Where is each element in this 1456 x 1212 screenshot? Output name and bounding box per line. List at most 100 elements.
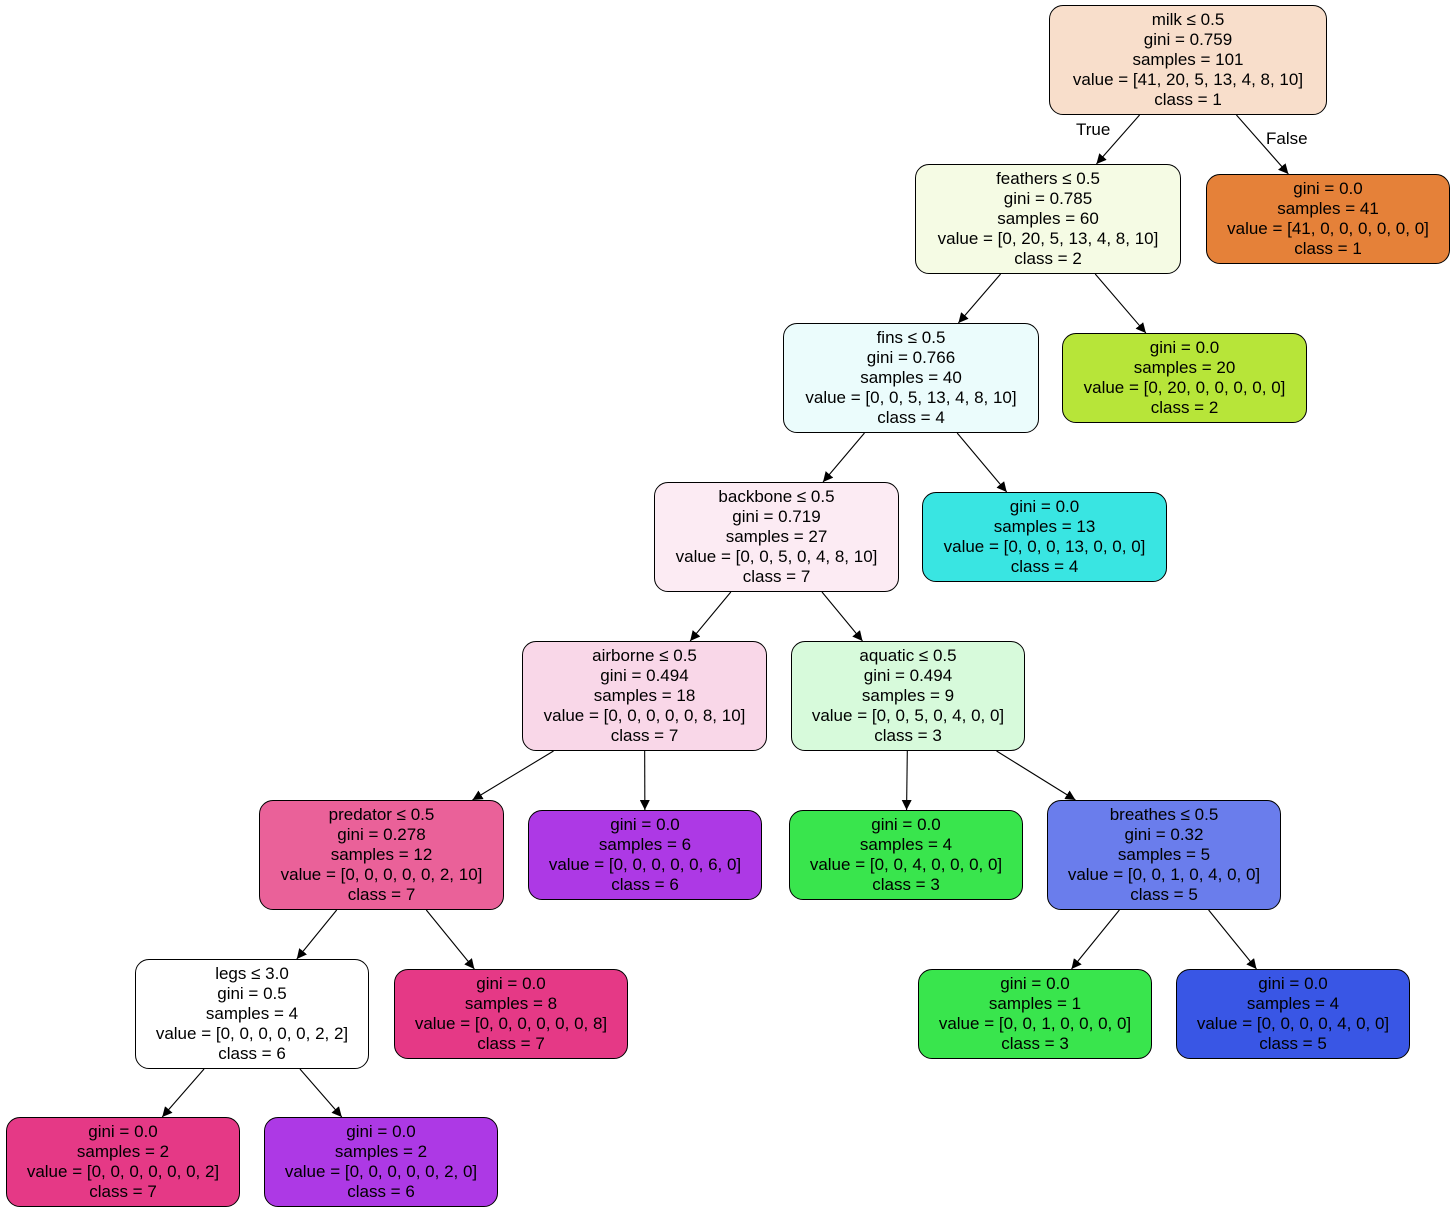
node-samples-text: samples = 13 <box>993 517 1096 536</box>
node-value-text: value = [0, 20, 0, 0, 0, 0, 0] <box>1083 378 1286 397</box>
node-value-text: value = [0, 0, 0, 0, 0, 0, 2] <box>26 1162 220 1181</box>
node-value-text: value = [0, 0, 0, 0, 4, 0, 0] <box>1196 1014 1390 1033</box>
node-value-text: value = [0, 0, 0, 0, 0, 2, 10] <box>280 865 483 884</box>
node-samples-text: samples = 18 <box>593 686 696 705</box>
node-gini-text: gini = 0.32 <box>1124 825 1204 844</box>
node-split-text: milk ≤ 0.5 <box>1151 10 1225 29</box>
node-split-text: aquatic ≤ 0.5 <box>859 646 957 665</box>
edge-n1-n4 <box>1094 273 1147 334</box>
node-gini-text: gini = 0.0 <box>610 815 680 834</box>
node-gini-text: gini = 0.494 <box>600 666 689 685</box>
edge-n7-n9 <box>472 750 554 801</box>
node-split-text: breathes ≤ 0.5 <box>1109 805 1219 824</box>
node-value-text: value = [0, 0, 5, 0, 4, 8, 10] <box>675 547 878 566</box>
node-samples-text: samples = 12 <box>330 845 433 864</box>
edge-n8-n12 <box>996 750 1076 801</box>
edge-n0-n2 <box>1236 114 1289 175</box>
node-class-text: class = 7 <box>477 1034 545 1053</box>
node-value-text: value = [0, 0, 0, 0, 0, 2, 2] <box>155 1024 349 1043</box>
node-class-text: class = 3 <box>874 726 942 745</box>
node-split-text: backbone ≤ 0.5 <box>718 487 835 506</box>
edge-n3-n6 <box>956 432 1008 493</box>
node-value-text: value = [41, 20, 5, 13, 4, 8, 10] <box>1072 70 1304 89</box>
node-samples-text: samples = 5 <box>1117 845 1211 864</box>
node-class-text: class = 1 <box>1154 90 1222 109</box>
node-gini-text: gini = 0.719 <box>732 507 821 526</box>
node-class-text: class = 7 <box>610 726 679 745</box>
node-class-text: class = 6 <box>347 1182 415 1201</box>
edge-n5-n8 <box>821 591 863 642</box>
node-gini-text: gini = 0.0 <box>88 1122 158 1141</box>
node-class-text: class = 3 <box>872 875 940 894</box>
node-gini-text: gini = 0.494 <box>863 666 953 685</box>
node-class-text: class = 4 <box>1010 557 1079 576</box>
node-samples-text: samples = 2 <box>76 1142 170 1161</box>
edge-n0-n1 <box>1096 114 1140 165</box>
node-samples-text: samples = 8 <box>464 994 558 1013</box>
edge-n12-n16 <box>1208 909 1257 970</box>
node-gini-text: gini = 0.0 <box>476 974 546 993</box>
node-samples-text: samples = 20 <box>1133 358 1236 377</box>
node-samples-text: samples = 9 <box>861 686 955 705</box>
node-gini-text: gini = 0.0 <box>1000 974 1070 993</box>
edge-n8-n11 <box>901 750 912 811</box>
edge-n12-n15 <box>1071 909 1120 970</box>
node-samples-text: samples = 4 <box>859 835 953 854</box>
node-class-text: class = 3 <box>1001 1034 1069 1053</box>
node-value-text: value = [0, 0, 4, 0, 0, 0, 0] <box>809 855 1003 874</box>
node-class-text: class = 7 <box>742 567 811 586</box>
node-samples-text: samples = 27 <box>725 527 828 546</box>
node-split-text: legs ≤ 3.0 <box>215 964 289 983</box>
node-samples-text: samples = 40 <box>860 368 962 387</box>
node-value-text: value = [0, 0, 5, 0, 4, 0, 0] <box>811 706 1005 725</box>
node-value-text: value = [0, 0, 0, 0, 0, 2, 0] <box>284 1162 478 1181</box>
node-samples-text: samples = 101 <box>1132 50 1244 69</box>
node-value-text: value = [0, 20, 5, 13, 4, 8, 10] <box>937 229 1159 248</box>
node-gini-text: gini = 0.766 <box>866 348 956 367</box>
node-samples-text: samples = 4 <box>205 1004 299 1023</box>
edge-n1-n3 <box>957 273 1002 324</box>
node-gini-text: gini = 0.5 <box>217 984 287 1003</box>
node-value-text: value = [0, 0, 0, 0, 0, 0, 8] <box>414 1014 608 1033</box>
node-gini-text: gini = 0.278 <box>337 825 426 844</box>
node-samples-text: samples = 60 <box>997 209 1099 228</box>
node-value-text: value = [41, 0, 0, 0, 0, 0, 0] <box>1227 219 1429 238</box>
node-split-text: airborne ≤ 0.5 <box>592 646 697 665</box>
node-class-text: class = 7 <box>347 885 416 904</box>
node-gini-text: gini = 0.0 <box>1149 338 1220 357</box>
node-gini-text: gini = 0.785 <box>1003 189 1093 208</box>
node-split-text: feathers ≤ 0.5 <box>996 169 1100 188</box>
edge-n13-n18 <box>299 1068 343 1118</box>
node-samples-text: samples = 4 <box>1246 994 1340 1013</box>
edge-n3-n5 <box>822 432 865 483</box>
node-class-text: class = 5 <box>1130 885 1198 904</box>
node-gini-text: gini = 0.0 <box>1258 974 1328 993</box>
node-split-text: predator ≤ 0.5 <box>328 805 435 824</box>
node-gini-text: gini = 0.0 <box>1009 497 1080 516</box>
edge-n9-n13 <box>296 909 338 960</box>
node-class-text: class = 5 <box>1259 1034 1327 1053</box>
node-value-text: value = [0, 0, 0, 0, 0, 8, 10] <box>543 706 746 725</box>
node-gini-text: gini = 0.0 <box>871 815 941 834</box>
node-samples-text: samples = 2 <box>334 1142 428 1161</box>
node-gini-text: gini = 0.759 <box>1143 30 1233 49</box>
node-class-text: class = 2 <box>1150 398 1219 417</box>
edge-label-true: True <box>1076 120 1111 139</box>
edge-n5-n7 <box>689 591 732 642</box>
node-value-text: value = [0, 0, 0, 0, 0, 6, 0] <box>548 855 742 874</box>
